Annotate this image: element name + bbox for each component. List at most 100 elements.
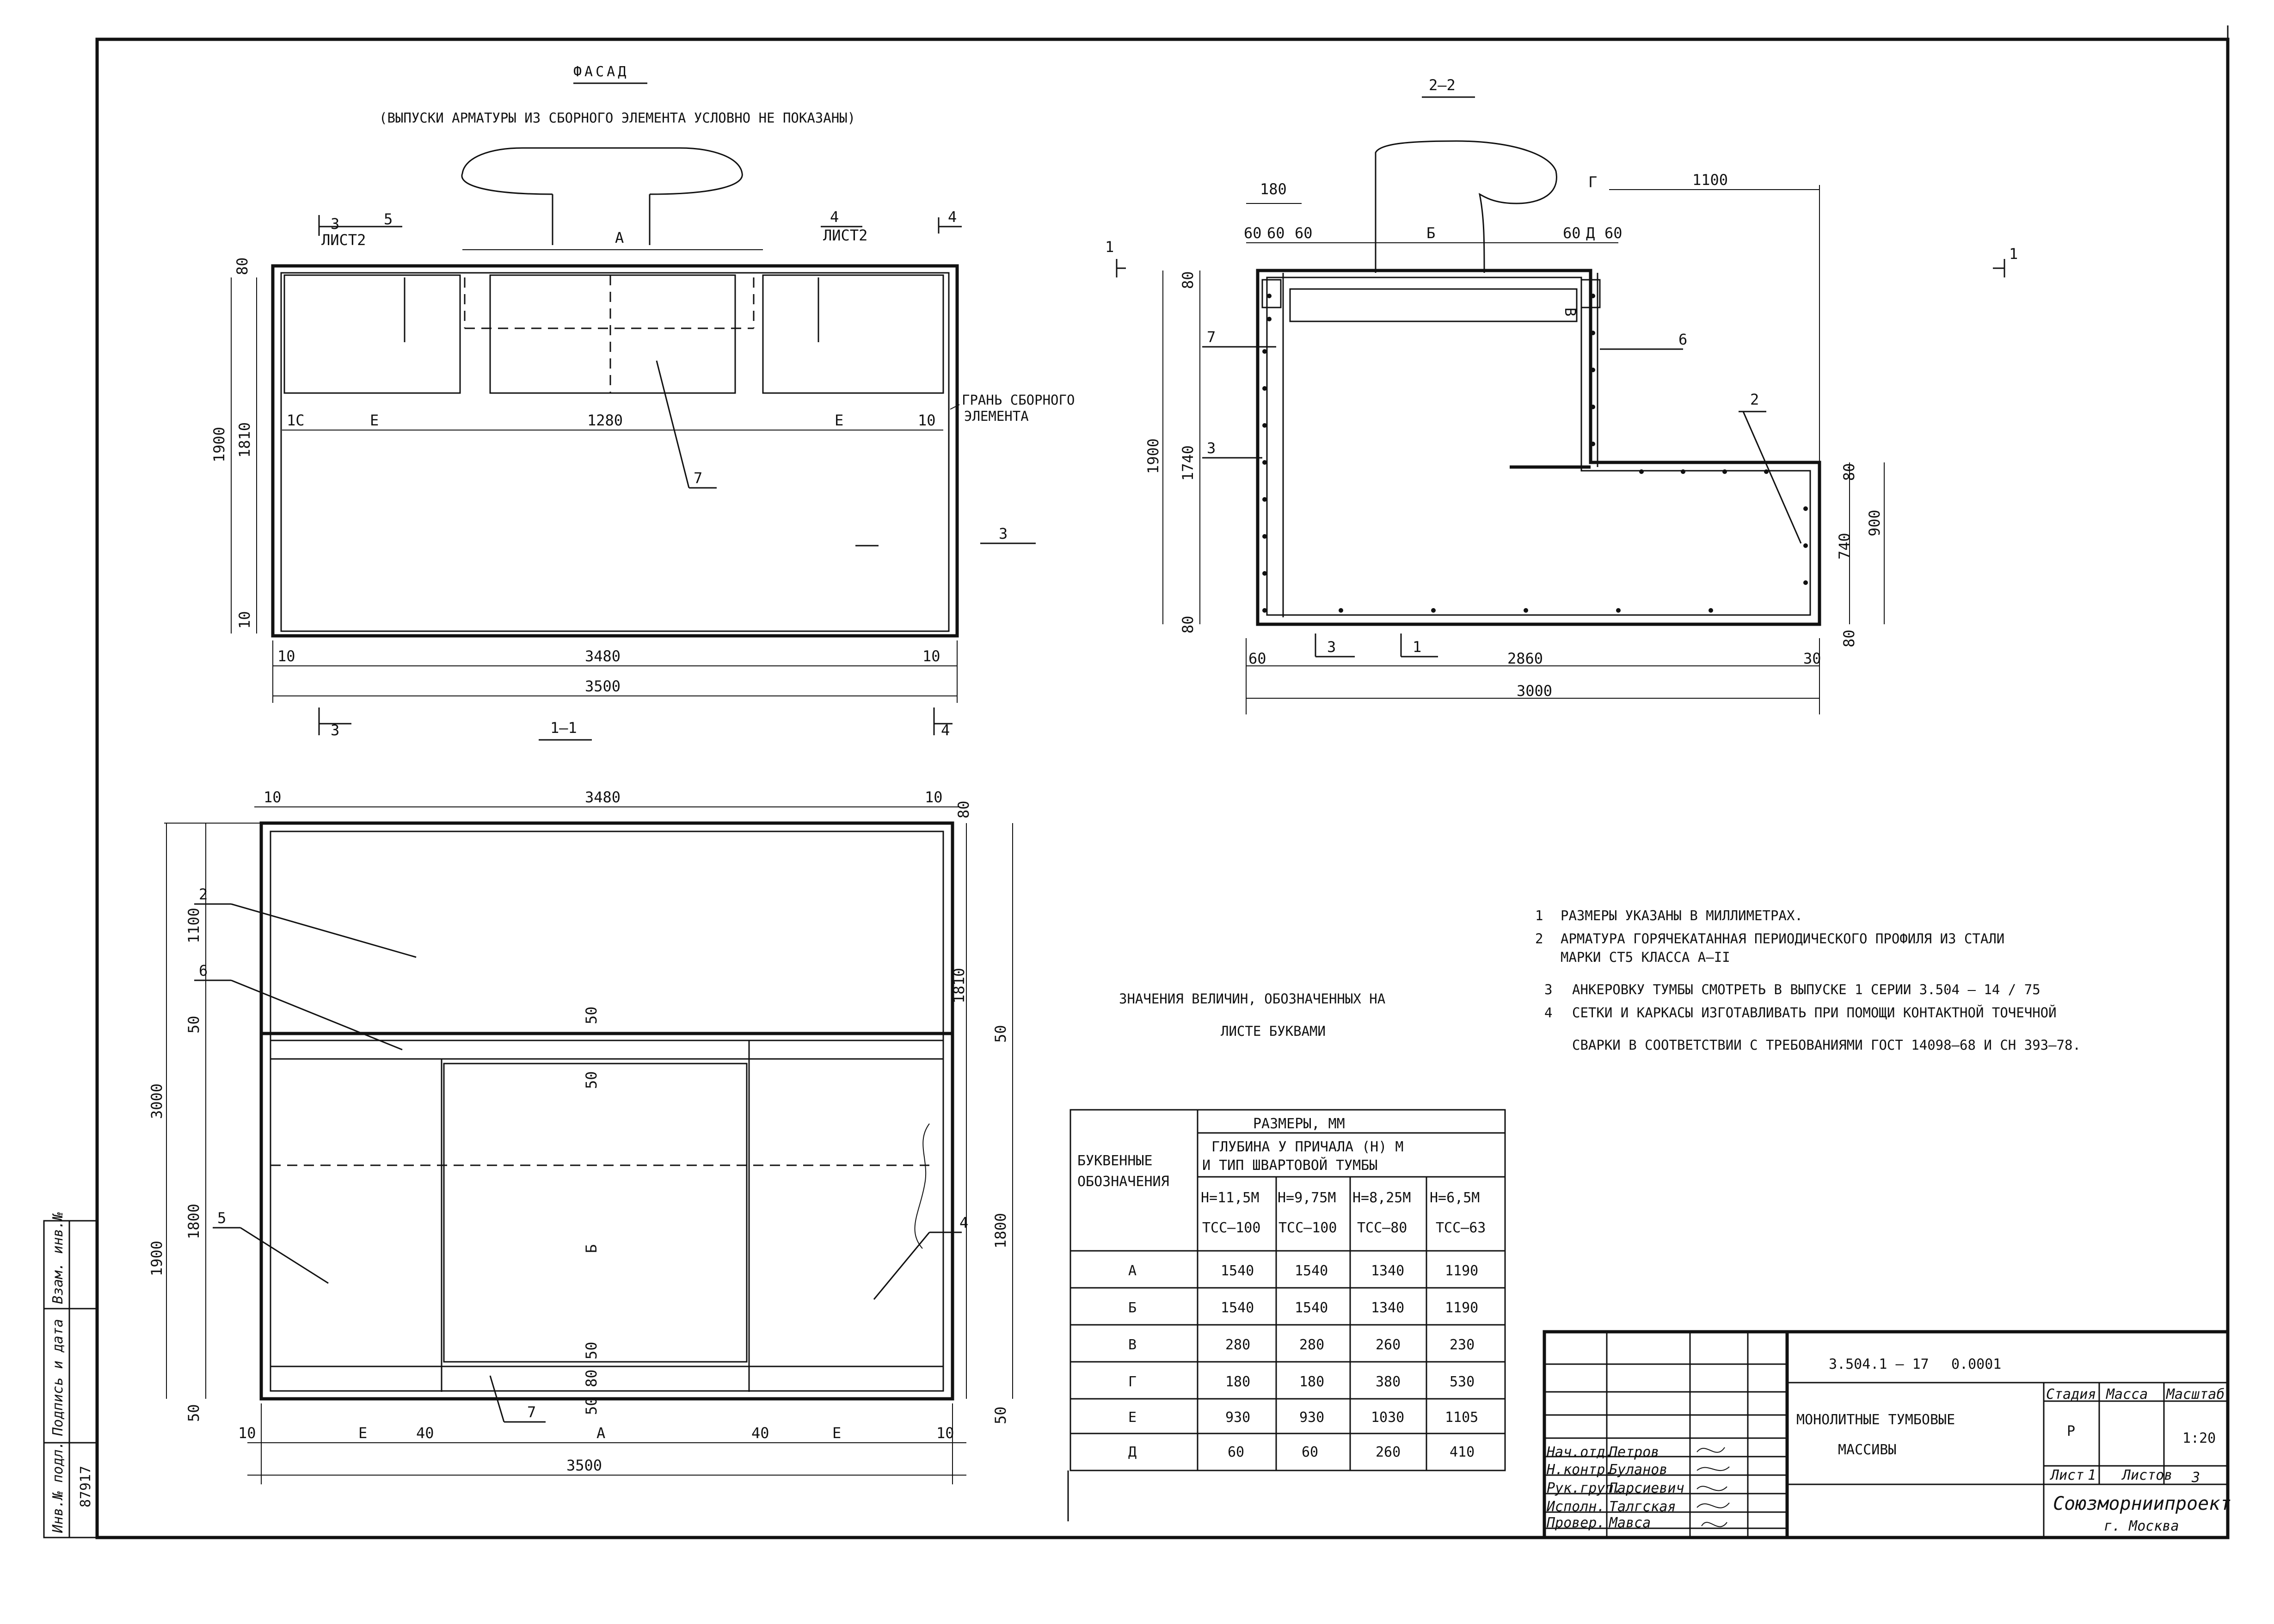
table-cell: Б [1128,1300,1137,1316]
facade-dim-1c: 1С [287,412,305,429]
section11-dim-80-mid: 80 [583,1369,600,1387]
section22-dim-60e: 60 [1604,224,1623,242]
table-cell: 1030 [1371,1409,1404,1426]
table-sub-header-2: И ТИП ШВАРТОВОЙ ТУМБЫ [1202,1157,1377,1174]
section11-callout-6: 6 [199,962,208,979]
signature-scribbles [1696,1447,1730,1527]
signature-name: Парсиевич [1609,1480,1684,1496]
table-cell: Е [1128,1409,1137,1426]
section22-dim-80-bl: 80 [1179,615,1197,634]
section22-title: 2–2 [1429,76,1456,94]
table-sub-header-1: ГЛУБИНА У ПРИЧАЛА (Н) М [1211,1139,1403,1155]
table-row-d: Д 60 60 260 410 [1128,1444,1475,1460]
table-cell: 1190 [1445,1300,1478,1316]
table-col-3-depth: Н=8,25М [1352,1190,1411,1206]
table-cell: 930 [1299,1409,1324,1426]
section22-dim-1740: 1740 [1179,445,1197,481]
table-cell: 260 [1376,1444,1401,1460]
facade-callout-7: 7 [694,469,702,487]
facade-dim-1810: 1810 [236,422,253,458]
side-stamp-inv: Инв.№ подл. [50,1441,66,1533]
stamp-scale-value: 1:20 [2182,1430,2216,1446]
table-row-v: В 280 280 260 230 [1128,1337,1475,1353]
table-row-e: Е 930 930 1030 1105 [1128,1409,1478,1426]
facade-dim-10-br: 10 [922,647,940,665]
stamp-stage-value: Р [2067,1423,2075,1439]
stamp-mass-label: Масса [2106,1386,2148,1403]
table-cell: 180 [1225,1374,1250,1390]
section22-label-g: Г [1588,173,1597,191]
facade-sec3-bottom: 3 [331,721,339,739]
section11-dim-1800-left: 1800 [185,1204,203,1239]
stamp-sheet-label: Лист [2049,1467,2084,1483]
bollard-shape [461,147,743,245]
section22-dim-60d: 60 [1563,224,1581,242]
stamp-signature-list: Нач.отд. Петров Н.контр. Буланов Рук.гру… [1546,1444,1684,1531]
signature-role: Н.контр. [1546,1462,1614,1478]
section22-dim-80-br: 80 [1840,629,1858,647]
signature-name: Мавса [1609,1515,1651,1531]
facade-dim-1280: 1280 [587,412,623,429]
facade-sec4-bottom: 4 [941,721,950,739]
facade-dim-a: А [615,229,624,246]
table-caption-2: ЛИСТЕ БУКВАМИ [1221,1023,1326,1039]
section22-label-d: Д [1586,224,1595,242]
section11-dim-50a: 50 [185,1015,203,1033]
table-cell: 1540 [1221,1263,1254,1279]
table-col-4-type: ТСС–63 [1436,1220,1486,1236]
table-col-2-type: ТСС–100 [1278,1220,1337,1236]
section22-sec1-left: 1 [1105,238,1114,256]
stamp-org-2: г. Москва [2104,1518,2179,1534]
facade-view: ФАСАД (ВЫПУСКИ АРМАТУРЫ ИЗ СБОРНОГО ЭЛЕМ… [210,64,1075,739]
table-cell: В [1128,1337,1137,1353]
facade-dim-10-bl: 10 [277,647,295,665]
table-group-header: РАЗМЕРЫ, ММ [1253,1116,1345,1132]
section11-dim-40a: 40 [416,1424,434,1442]
facade-callout-5: 5 [384,210,393,228]
section22-dim-1100: 1100 [1692,171,1728,189]
note-2-num: 2 [1535,931,1543,947]
section22-sec1-right: 1 [2009,245,2018,263]
table-col-1-type: ТСС–100 [1202,1220,1260,1236]
note-4-num: 4 [1544,1005,1552,1021]
side-stamp-inv-value: 87917 [78,1466,94,1507]
table-cell: 1105 [1445,1409,1478,1426]
table-col-1-depth: Н=11,5М [1201,1190,1259,1206]
table-cell: А [1128,1263,1137,1279]
section22-callout-7: 7 [1207,328,1216,346]
section11-dim-e-right: Е [832,1424,841,1442]
facade-edge-label-1: ГРАНЬ СБОРНОГО [962,392,1075,408]
side-stamp-sign: Подпись и дата [50,1319,66,1436]
table-cell: 60 [1228,1444,1244,1460]
table-cell: 1190 [1445,1263,1478,1279]
section11-dim-10b: 10 [925,788,943,806]
table-cell: 280 [1225,1337,1250,1353]
note-1-num: 1 [1535,908,1543,923]
note-3-text: АНКЕРОВКУ ТУМБЫ СМОТРЕТЬ В ВЫПУСКЕ 1 СЕР… [1572,982,2040,997]
section11-dim-1810: 1810 [950,968,968,1003]
stamp-name-1: МОНОЛИТНЫЕ ТУМБОВЫЕ [1796,1412,1955,1428]
facade-dim-80: 80 [234,257,251,275]
note-1-text: РАЗМЕРЫ УКАЗАНЫ В МИЛЛИМЕТРАХ. [1561,908,1803,923]
note-3-num: 3 [1544,982,1552,997]
signature-role: Нач.отд. [1546,1444,1614,1460]
table-cell: 1540 [1221,1300,1254,1316]
sheet-frame [95,37,2230,1539]
table-row-b: Б 1540 1540 1340 1190 [1128,1300,1478,1316]
stamp-org-1: Союзморниипроект [2053,1493,2231,1514]
section11-dim-50e: 50 [185,1404,203,1422]
table-cell: 260 [1376,1337,1401,1353]
section11-dim-10d: 10 [936,1424,954,1442]
signature-name: Петров [1609,1444,1659,1460]
section22-dim-60b: 60 [1267,224,1285,242]
table-col-2-depth: Н=9,75М [1278,1190,1336,1206]
section11-dim-50f: 50 [583,1341,600,1359]
section11-dim-40b: 40 [751,1424,769,1442]
table-cell: 410 [1450,1444,1475,1460]
table-row-header-1: БУКВЕННЫЕ [1077,1153,1153,1169]
section22-dim-1900: 1900 [1144,438,1162,474]
section22-dim-80-r: 80 [1840,463,1858,481]
section22-mark-3: 3 [1327,638,1336,656]
table-cell: 1540 [1295,1263,1328,1279]
